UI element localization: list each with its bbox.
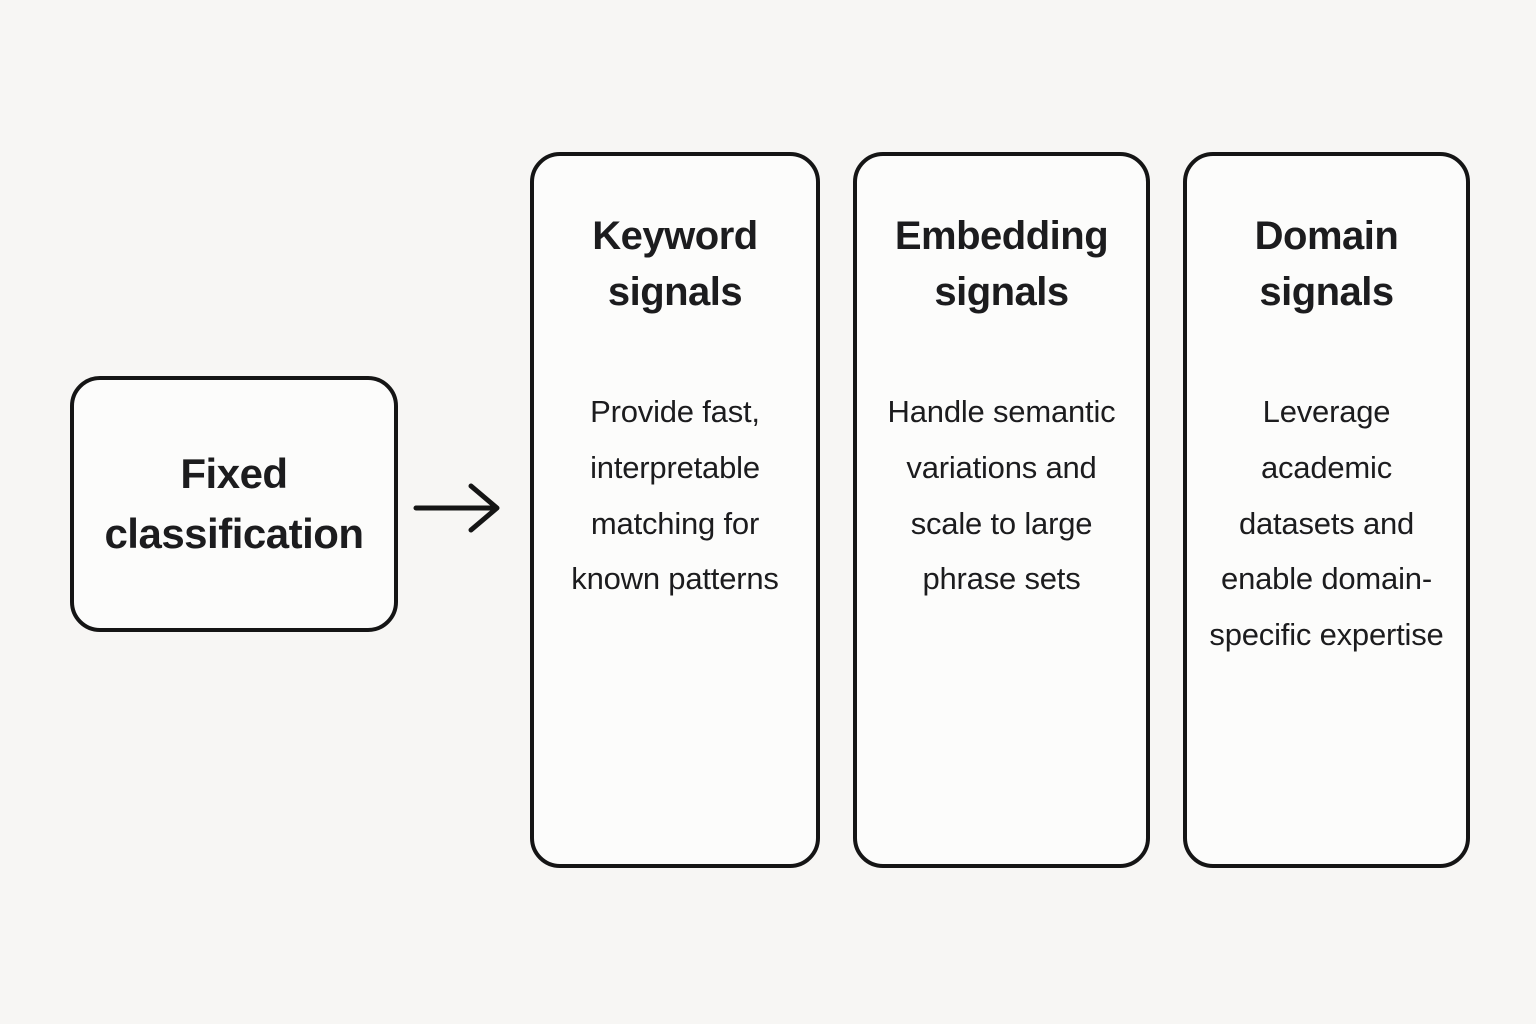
domain-signals-title: Domain signals [1254,214,1399,314]
keyword-signals-title: Keyword signals [592,214,758,314]
embedding-signals-description: Handle semantic variations and scale to … [887,394,1116,597]
fixed-classification-label: Fixed classification [104,450,364,557]
domain-signals-description: Leverage academic datasets and enable do… [1209,394,1444,653]
fixed-classification-box: Fixed classification [70,376,398,632]
keyword-signals-description: Provide fast, interpretable matching for… [571,394,779,597]
right-arrow-icon [413,483,500,533]
domain-signals-card: Domain signals Leverage academic dataset… [1183,152,1470,868]
embedding-signals-card: Embedding signals Handle semantic variat… [853,152,1150,868]
keyword-signals-card: Keyword signals Provide fast, interpreta… [530,152,820,868]
embedding-signals-title: Embedding signals [894,214,1109,314]
